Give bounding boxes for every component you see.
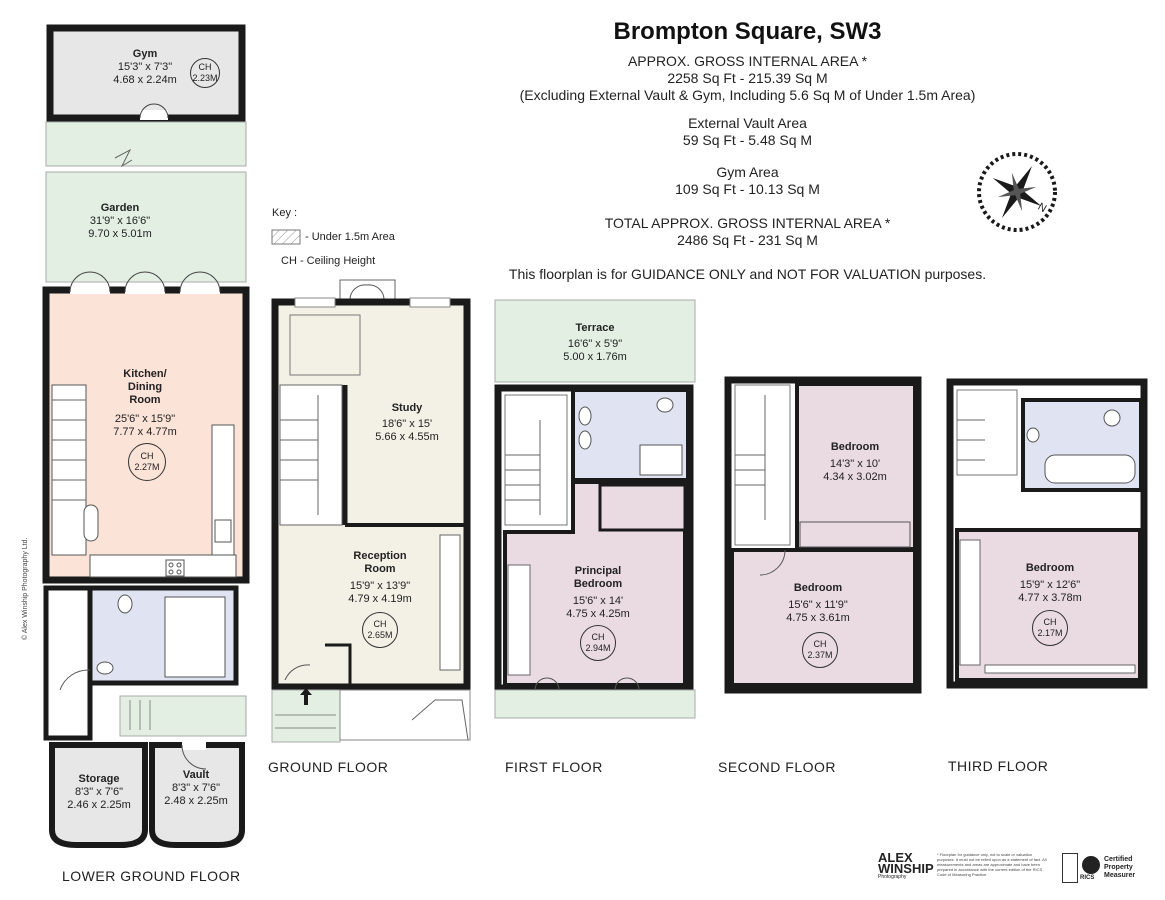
- room-gym: Gym 15'3" x 7'3" 4.68 x 2.24m: [90, 48, 200, 87]
- area-line-9: 2486 Sq Ft - 231 Sq M: [677, 232, 818, 248]
- key-hatch-swatch: [271, 229, 301, 245]
- area-line-1: APPROX. GROSS INTERNAL AREA *: [627, 53, 868, 69]
- floor-label-first: FIRST FLOOR: [505, 759, 603, 775]
- first-floor-plan: [494, 299, 696, 719]
- key-under-label: - Under 1.5m Area: [305, 231, 395, 243]
- compass-icon: [977, 152, 1057, 232]
- area-line-7: 109 Sq Ft - 10.13 Sq M: [675, 181, 820, 197]
- room-imperial: 15'3" x 7'3": [117, 61, 173, 73]
- storage-room: [49, 742, 148, 848]
- badge-icon: [1062, 853, 1078, 883]
- area-line-6: Gym Area: [716, 164, 779, 180]
- lower-ground-plan: [42, 24, 250, 848]
- room-metric: 4.68 x 2.24m: [113, 74, 177, 86]
- fine-print: * Floorplan for guidance only, not to sc…: [937, 852, 1047, 877]
- room-name: Gym: [132, 48, 158, 60]
- rics-mark: RICS: [1080, 875, 1095, 881]
- rics-certified: Certified Property Measurer: [1104, 856, 1136, 879]
- floor-label-second: SECOND FLOOR: [718, 759, 837, 775]
- garden: [45, 171, 247, 283]
- floor-label-ground: GROUND FLOOR: [268, 759, 389, 775]
- vault-room: [149, 742, 245, 848]
- third-floor-plan: [946, 378, 1148, 689]
- room-bedroom-2a: Bedroom 14'3" x 10' 4.34 x 3.02m: [823, 441, 887, 483]
- page-title: Brompton Square, SW3: [613, 18, 882, 45]
- bedroom-3-room: [955, 528, 1142, 682]
- room-bedroom-3: Bedroom 15'9" x 12'6" 4.77 x 3.78m: [1018, 562, 1082, 604]
- area-line-5: 59 Sq Ft - 5.48 Sq M: [682, 132, 813, 148]
- ground-floor-plan: [271, 279, 471, 743]
- room-terrace: Terrace 16'6" x 5'9" 5.00 x 1.76m: [563, 322, 627, 363]
- copyright-text: © Alex Winship Photography Ltd.: [22, 537, 29, 640]
- room-storage: Storage 8'3" x 7'6" 2.46 x 2.25m: [67, 773, 131, 811]
- room-garden: Garden 31'9" x 16'6" 9.70 x 5.01m: [88, 202, 152, 240]
- floor-label-lower-ground: LOWER GROUND FLOOR: [62, 868, 241, 884]
- rics-logo-icon: [1082, 856, 1100, 874]
- area-line-4: External Vault Area: [688, 115, 807, 131]
- floor-label-third: THIRD FLOOR: [948, 758, 1049, 774]
- area-line-8: TOTAL APPROX. GROSS INTERNAL AREA *: [604, 215, 891, 231]
- disclaimer: This floorplan is for GUIDANCE ONLY and …: [508, 266, 987, 282]
- key-heading: Key :: [272, 207, 298, 219]
- principal-bedroom-room: [503, 480, 687, 687]
- garden-upper: [45, 121, 247, 167]
- area-line-3: (Excluding External Vault & Gym, Includi…: [519, 87, 976, 103]
- logo-alex-winship: ALEX WINSHIP Photography: [878, 850, 934, 880]
- room-bedroom-2b: Bedroom 15'6" x 11'9" 4.75 x 3.61m: [786, 582, 850, 624]
- room-study: Study 18'6" x 15' 5.66 x 4.55m: [375, 402, 439, 443]
- key-ch-label: CH - Ceiling Height: [281, 255, 376, 267]
- area-line-2: 2258 Sq Ft - 215.39 Sq M: [667, 70, 828, 86]
- room-vault: Vault 8'3" x 7'6" 2.48 x 2.25m: [164, 769, 228, 807]
